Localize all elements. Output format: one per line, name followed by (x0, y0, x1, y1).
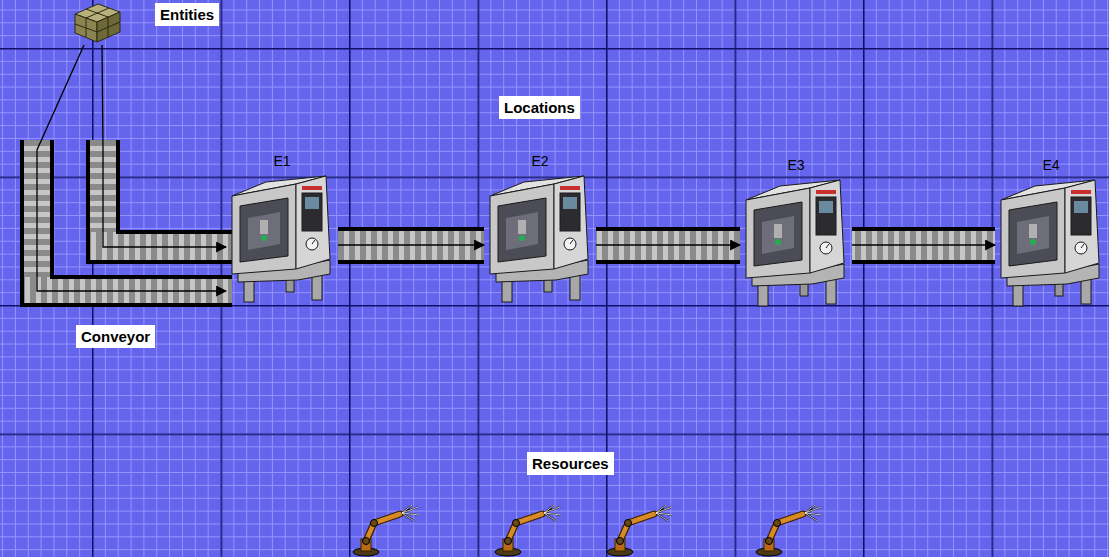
machine-location: E1 (226, 152, 338, 307)
conveyor-outer (22, 140, 232, 305)
robot-resource (756, 505, 822, 556)
label-box: Resources (527, 452, 614, 475)
label-box: Conveyor (76, 325, 155, 348)
machine-location: E3 (740, 156, 852, 307)
flow-arrow (338, 244, 484, 245)
entity-icon: Entities (70, 0, 235, 45)
flow-arrow (852, 244, 995, 245)
robot-resource (353, 505, 419, 556)
conveyor-inner (88, 140, 232, 262)
label-box: Locations (499, 96, 580, 119)
machine-location: E4 (995, 156, 1107, 307)
robot-resource (495, 505, 561, 556)
section-label: Resources (532, 454, 609, 473)
conveyor-segment (852, 229, 995, 262)
section-label: Locations (504, 98, 575, 117)
location-name: E2 (484, 152, 596, 170)
flow-arrow (102, 45, 226, 247)
location-name: E4 (995, 156, 1107, 174)
flow-arrow (596, 244, 740, 245)
machine-icon (484, 174, 596, 304)
section-label: Entities (155, 3, 219, 26)
machine-location: E2 (484, 152, 596, 307)
flow-arrow (37, 45, 226, 291)
robot-resource (607, 505, 673, 556)
machine-icon (995, 178, 1107, 308)
conveyor-segment (338, 229, 484, 262)
entity-package-icon (70, 0, 125, 45)
section-label: Conveyor (81, 327, 150, 346)
machine-icon (740, 178, 852, 308)
machine-icon (226, 174, 338, 304)
location-name: E3 (740, 156, 852, 174)
conveyor-segment (596, 229, 740, 262)
location-name: E1 (226, 152, 338, 170)
